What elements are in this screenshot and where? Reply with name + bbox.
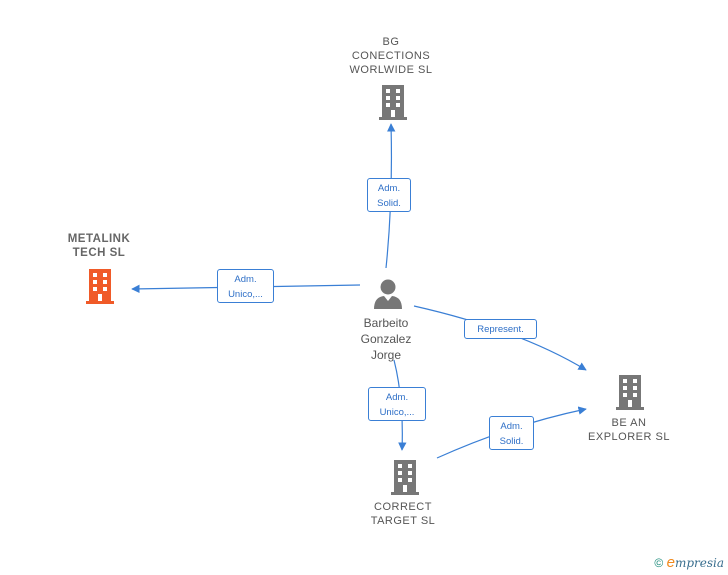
edge-label-to-bg: Adm. Solid. xyxy=(367,178,411,212)
building-icon[interactable] xyxy=(85,268,115,304)
brand-logo-initial: e xyxy=(666,554,675,571)
node-label-metalink[interactable]: METALINK TECH SL xyxy=(67,233,131,259)
node-label-person[interactable]: Barbeito Gonzalez Jorge xyxy=(360,316,412,362)
edge-label-to-metalink: Adm. Unico,... xyxy=(217,269,274,303)
footer-brand: © empresia xyxy=(654,554,724,571)
node-label-correct[interactable]: CORRECT TARGET SL xyxy=(370,501,436,527)
building-icon[interactable] xyxy=(390,459,420,495)
node-label-bg[interactable]: BG CONECTIONS WORLWIDE SL xyxy=(349,36,433,76)
node-label-explorer[interactable]: BE AN EXPLORER SL xyxy=(588,417,670,443)
building-icon[interactable] xyxy=(615,374,645,410)
edge-label-to-correct: Adm. Unico,... xyxy=(368,387,426,421)
building-icon[interactable] xyxy=(378,84,408,120)
brand-logo-text: mpresia xyxy=(674,556,724,570)
copyright-symbol: © xyxy=(654,556,664,570)
edge-label-correct-to-explorer: Adm. Solid. xyxy=(489,416,534,450)
person-icon[interactable] xyxy=(372,278,404,310)
edge-label-to-explorer: Represent. xyxy=(464,319,537,339)
